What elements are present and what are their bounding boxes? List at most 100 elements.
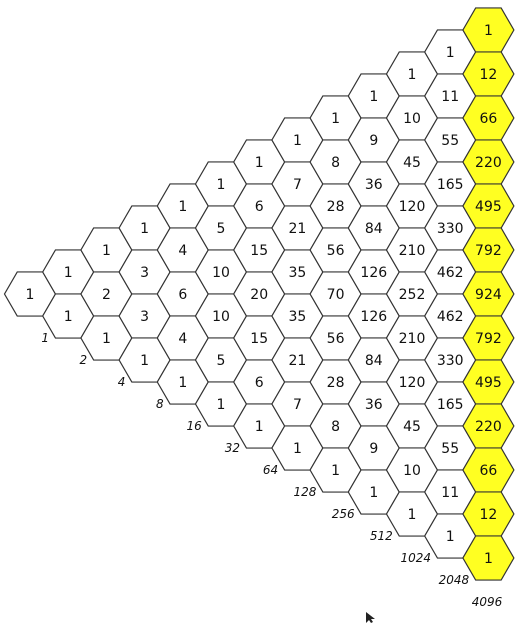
hex-cell-value: 1 [408,507,417,523]
hex-cell-value: 10 [403,463,421,479]
hex-cell-value: 1 [178,375,187,391]
row-sum-label: 16 [187,419,203,433]
hex-cell-value: 6 [178,287,187,303]
hex-cell-value: 10 [212,309,230,325]
hex-cell-value: 1 [446,45,455,61]
row-sum-label: 4 [118,375,126,389]
hex-cell-value: 20 [250,287,268,303]
hex-cell-value: 165 [437,397,464,413]
hex-cell-value: 4 [178,331,187,347]
hex-cell-value: 84 [365,221,383,237]
hex-cell-value: 1 [331,111,340,127]
hex-cell-value: 11 [441,89,459,105]
hex-cell-value: 210 [399,331,426,347]
hex-cell-value: 7 [293,177,302,193]
hex-cell-value: 28 [327,199,345,215]
row-sum-label: 8 [156,397,164,411]
hex-cell-value: 220 [475,419,502,435]
hex-cell-value: 462 [437,309,464,325]
hex-cell-value: 21 [288,221,306,237]
hex-cell-value: 21 [288,353,306,369]
hex-cell-value: 792 [475,331,502,347]
row-sum-label: 32 [225,441,240,455]
hex-cell-value: 1 [178,199,187,215]
hex-cell-value: 120 [399,199,426,215]
hex-cell-value: 1 [26,287,35,303]
hex-cell-value: 1 [293,441,302,457]
hex-cell-value: 15 [250,243,268,259]
hex-cell-value: 12 [479,507,497,523]
hex-cell-value: 8 [331,155,340,171]
hex-cell-value: 220 [475,155,502,171]
hex-cell-value: 252 [399,287,426,303]
row-sum-label: 1 [41,331,49,345]
hex-cell-value: 1 [408,67,417,83]
hex-cell-value: 210 [399,243,426,259]
hex-cell-value: 66 [479,111,497,127]
hex-cell-value: 1 [64,265,73,281]
hex-cell-value: 55 [441,133,459,149]
row-sum-label: 512 [370,529,393,543]
hex-cell-value: 45 [403,155,421,171]
hex-cells: 1111211331146411510105116152015611721353… [3,7,515,581]
hex-cell-value: 1 [484,551,493,567]
hex-cell-value: 924 [475,287,502,303]
hex-cell-value: 4 [178,243,187,259]
hex-cell-value: 12 [479,67,497,83]
hex-cell-value: 84 [365,353,383,369]
hex-cell-value: 36 [365,397,383,413]
hex-cell-value: 330 [437,221,464,237]
hex-cell-value: 126 [360,265,387,281]
hex-cell-value: 1 [293,133,302,149]
hex-cell-value: 5 [217,221,226,237]
hex-cell-value: 70 [327,287,345,303]
mouse-pointer-icon [366,612,375,623]
hex-cell-value: 495 [475,375,502,391]
hex-cell-value: 330 [437,353,464,369]
hex-cell-value: 6 [255,199,264,215]
hex-cell-value: 10 [403,111,421,127]
hex-cell-value: 792 [475,243,502,259]
row-sum-label: 2048 [439,573,470,587]
hex-cell-value: 1 [140,221,149,237]
hex-cell-value: 28 [327,375,345,391]
hex-cell-value: 1 [369,485,378,501]
hex-cell-value: 165 [437,177,464,193]
hex-cell-value: 1 [140,353,149,369]
hex-cell-value: 1 [255,155,264,171]
hex-cell-value: 126 [360,309,387,325]
hex-cell-value: 7 [293,397,302,413]
hex-cell-value: 1 [446,529,455,545]
hex-cell-value: 6 [255,375,264,391]
hex-cell [462,535,515,581]
hex-cell-value: 1 [484,23,493,39]
hex-cell-value: 36 [365,177,383,193]
hex-cell-value: 56 [327,331,345,347]
hex-cell-value: 10 [212,265,230,281]
hex-cell-value: 56 [327,243,345,259]
hex-cell-value: 2 [102,287,111,303]
hex-cell-value: 495 [475,199,502,215]
hex-cell-value: 9 [369,133,378,149]
hex-cell-value: 462 [437,265,464,281]
hex-cell-value: 45 [403,419,421,435]
hex-cell-value: 35 [288,265,306,281]
row-sum-label: 1024 [400,551,431,565]
hex-cell-value: 15 [250,331,268,347]
row-sum-label: 256 [332,507,355,521]
hex-cell-value: 8 [331,419,340,435]
hex-cell-value: 1 [64,309,73,325]
hex-cell-value: 35 [288,309,306,325]
hex-cell-value: 1 [217,177,226,193]
hex-cell-value: 1 [102,331,111,347]
hex-cell-value: 5 [217,353,226,369]
row-sum-label: 64 [263,463,278,477]
hex-cell-value: 55 [441,441,459,457]
row-sum-label: 2 [80,353,88,367]
row-sum-label: 4096 [472,595,503,609]
hex-cell-value: 1 [102,243,111,259]
hex-cell-value: 1 [369,89,378,105]
hex-cell-value: 11 [441,485,459,501]
